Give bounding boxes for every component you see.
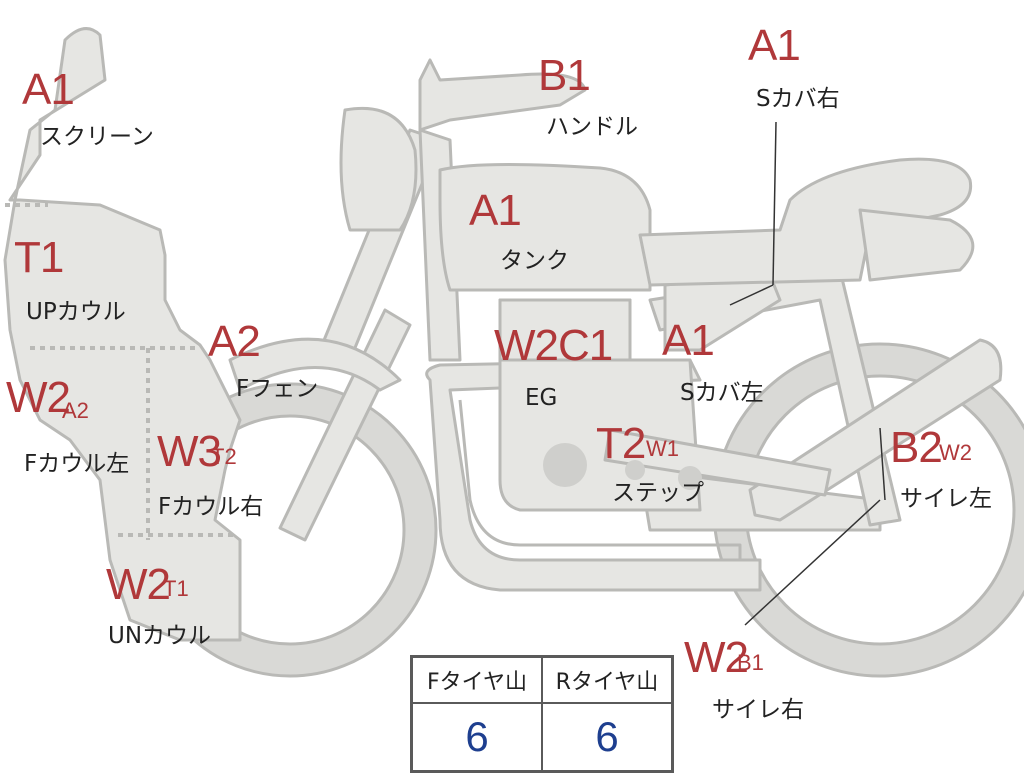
frame-loop — [425, 358, 762, 592]
seat — [638, 157, 973, 287]
f-cowl-left-part: Fカウル左 — [24, 451, 130, 477]
headlight — [339, 106, 418, 232]
s-cover-right-part: Sカバ右 — [756, 86, 840, 112]
front-tire-value: 6 — [411, 703, 543, 772]
handlebar — [418, 58, 587, 132]
muffler-left-part: サイレ左 — [900, 486, 992, 512]
f-cowl-right-subgrade: T2 — [211, 444, 237, 469]
tank-part: タンク — [500, 248, 569, 274]
f-fender-part: Fフェン — [236, 376, 319, 402]
screen-part: スクリーン — [40, 124, 154, 150]
f-cowl-right-part: Fカウル右 — [158, 494, 264, 520]
f-cowl-left-grade: W2 — [6, 373, 71, 422]
f-cowl-left-subgrade: A2 — [62, 398, 89, 423]
un-cowl-subgrade: T1 — [163, 576, 189, 601]
un-cowl-part: UNカウル — [108, 623, 212, 649]
un-cowl-grade: W2 — [106, 560, 171, 609]
step-part: ステップ — [612, 480, 704, 506]
f-cowl-right-grade: W3 — [157, 427, 222, 476]
s-cover-right-grade: A1 — [748, 21, 801, 70]
muffler-right-part: サイレ右 — [712, 697, 804, 723]
rear-tire-value: 6 — [595, 713, 619, 760]
f-fender-grade: A2 — [208, 317, 261, 366]
muffler-right-grade: W2 — [684, 633, 749, 682]
step-grade: T2 — [596, 419, 646, 468]
front-fender — [228, 337, 402, 392]
muffler-left-subgrade: W2 — [939, 440, 972, 465]
rear-tire-header: Rタイヤ山 — [542, 656, 673, 704]
s-cover-left-grade: A1 — [662, 316, 715, 365]
handle-grade: B1 — [538, 51, 591, 100]
muffler-left-grade: B2 — [890, 423, 943, 472]
tank-grade: A1 — [469, 186, 522, 235]
front-tire-header: Fタイヤ山 — [411, 656, 543, 704]
s-cover-left-part: Sカバ左 — [680, 380, 764, 406]
cowling — [3, 27, 242, 642]
up-cowl-grade: T1 — [14, 233, 64, 282]
tire-tread-table: Fタイヤ山 Rタイヤ山 6 6 — [410, 655, 674, 773]
tire-table-header-row: Fタイヤ山 Rタイヤ山 — [411, 656, 673, 704]
tire-table-value-row: 6 6 — [411, 703, 673, 772]
engine-grade: W2C1 — [494, 321, 613, 370]
up-cowl-part: UPカウル — [26, 299, 126, 325]
muffler-right-subgrade: B1 — [737, 650, 764, 675]
fuel-tank — [438, 162, 652, 292]
engine-part: EG — [525, 385, 558, 411]
handle-part: ハンドル — [546, 114, 638, 140]
tail-cowl — [858, 208, 975, 282]
screen-grade: A1 — [22, 65, 75, 114]
step-subgrade: W1 — [646, 436, 679, 461]
footstep — [603, 428, 832, 497]
